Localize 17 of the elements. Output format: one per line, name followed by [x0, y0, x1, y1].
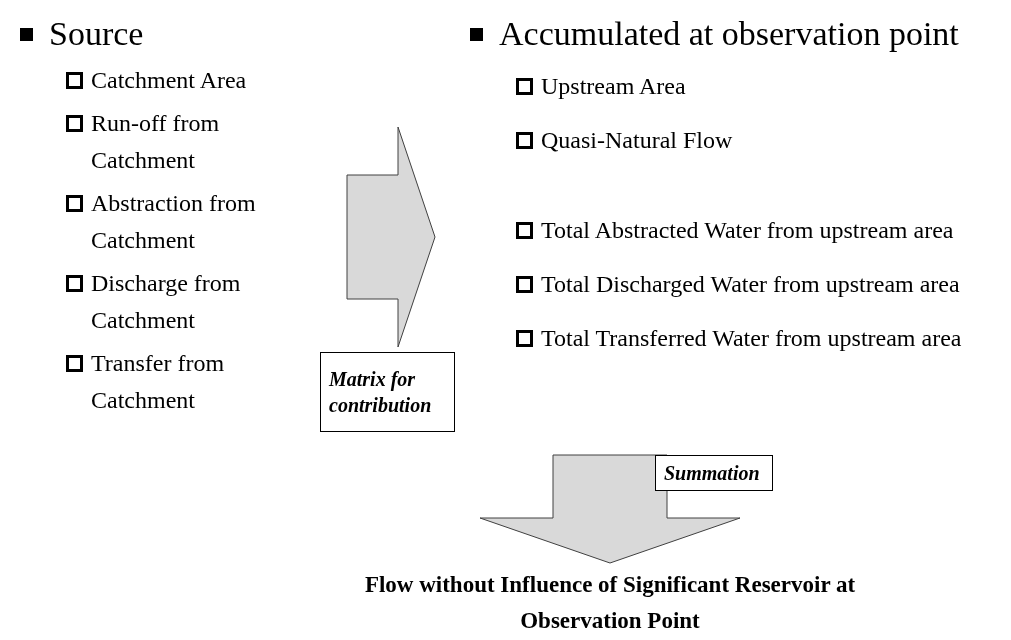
heading-text: Accumulated at observation point: [499, 14, 959, 54]
result-text: Flow without Influence of Significant Reservoir at Observation Point: [363, 571, 857, 635]
note-box: Matrix for contribution: [320, 352, 455, 432]
list-item: Quasi-Natural Flow: [541, 126, 733, 155]
list-item: Run-off from Catchment: [91, 109, 221, 175]
list-item: Discharge from Catchment: [91, 269, 242, 335]
list-item: Abstraction from Catchment: [91, 189, 257, 255]
list-item: Total Discharged Water from upstream area: [541, 270, 960, 299]
list-item: Transfer from Catchment: [91, 349, 226, 415]
block-arrow: [346, 126, 436, 348]
note-box: Summation: [655, 455, 773, 491]
block-arrow: [479, 454, 741, 564]
list-item: Total Transferred Water from upstream area: [541, 324, 962, 353]
list-item: Total Abstracted Water from upstream area: [541, 216, 954, 245]
list-item: Catchment Area: [91, 66, 247, 95]
list-item: Upstream Area: [541, 72, 686, 101]
heading-text: Source: [49, 14, 144, 54]
